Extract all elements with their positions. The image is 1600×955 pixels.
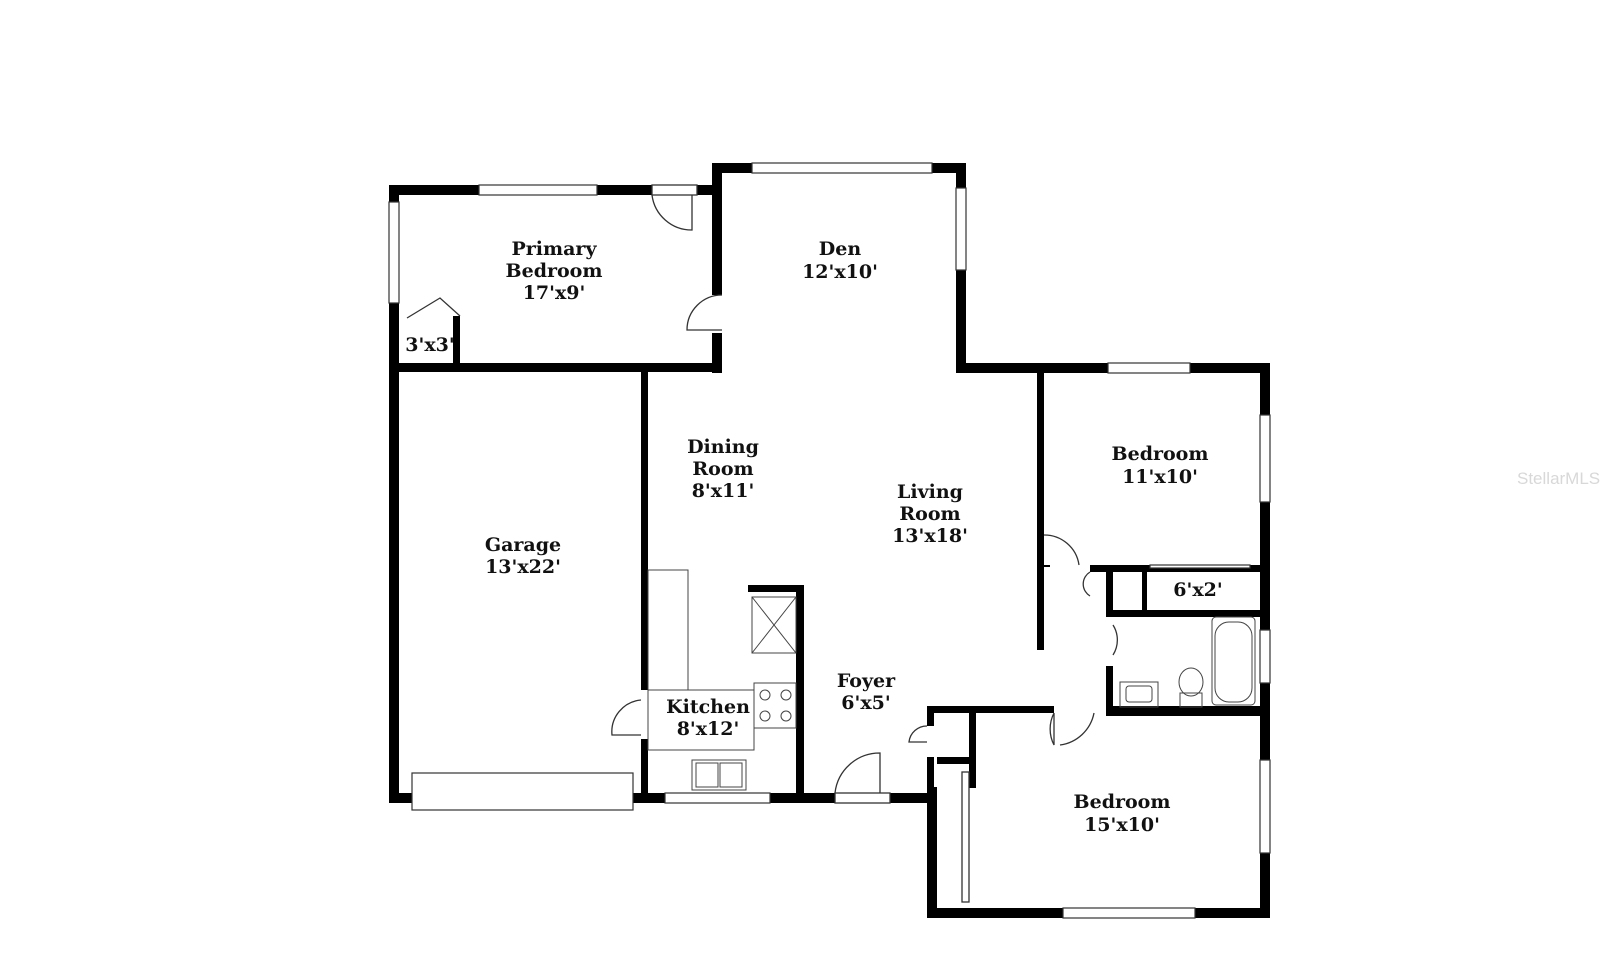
- dining-room-size: 8'x11': [692, 480, 755, 502]
- den-size: 12'x10': [802, 261, 878, 283]
- foyer-label: Foyer: [837, 670, 896, 692]
- den-label: Den: [819, 238, 862, 260]
- dining-room-label-1: Dining: [687, 436, 759, 458]
- kitchen-size: 8'x12': [677, 718, 740, 740]
- closet-2-size: 6'x2': [1173, 579, 1222, 601]
- living-room-label-2: Room: [899, 503, 960, 525]
- kitchen-label: Kitchen: [666, 696, 750, 718]
- doors: [406, 184, 1119, 903]
- watermark: StellarMLS: [1517, 469, 1600, 488]
- bedroom-3-label: Bedroom: [1074, 791, 1171, 813]
- bedroom-2-label: Bedroom: [1112, 443, 1209, 465]
- primary-bedroom-label-2: Bedroom: [506, 260, 603, 282]
- closet-size: 3'x3': [405, 334, 454, 356]
- garage-size: 13'x22': [485, 556, 561, 578]
- living-room-label-1: Living: [897, 481, 963, 503]
- room-labels: Primary Bedroom 17'x9' 3'x3' Den 12'x10'…: [405, 238, 1222, 836]
- fixtures: [647, 569, 1256, 791]
- foyer-size: 6'x5': [841, 692, 890, 714]
- dining-room-label-2: Room: [692, 458, 753, 480]
- garage-label: Garage: [485, 534, 561, 556]
- bedroom-3-size: 15'x10': [1084, 814, 1160, 836]
- living-room-size: 13'x18': [892, 525, 968, 547]
- bedroom-2-size: 11'x10': [1122, 466, 1198, 488]
- primary-bedroom-size: 17'x9': [523, 282, 586, 304]
- interior-walls: [453, 316, 1270, 799]
- primary-bedroom-label-1: Primary: [512, 238, 598, 260]
- exterior-walls: [389, 163, 1270, 918]
- windows: [388, 162, 1271, 919]
